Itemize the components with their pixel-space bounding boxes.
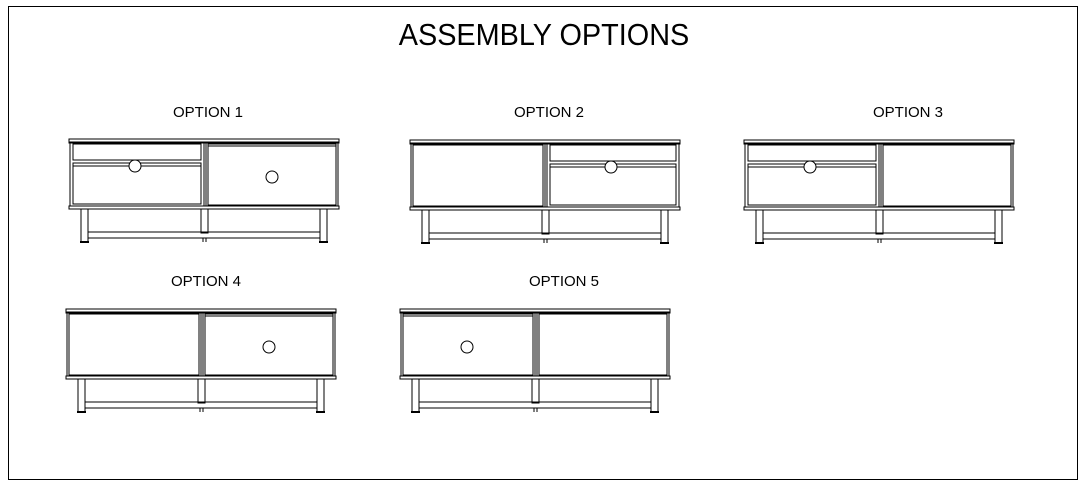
- base-rail: [84, 401, 318, 409]
- left-drawer-knob-icon: [128, 159, 142, 173]
- option-4-tv-unit: [65, 308, 337, 413]
- left-leg: [755, 209, 764, 244]
- option-1-label: OPTION 1: [172, 104, 243, 121]
- right-leg: [650, 378, 659, 413]
- center-leg: [541, 209, 550, 235]
- center-leg: [197, 378, 206, 404]
- right-leg: [319, 208, 328, 243]
- right-door-knob-icon: [262, 340, 276, 354]
- diagram-title: ASSEMBLY OPTIONS: [398, 17, 690, 52]
- left-drawer-knob-icon: [803, 160, 817, 174]
- left-leg: [77, 378, 86, 413]
- base-rail: [762, 232, 996, 240]
- base-rail: [87, 231, 321, 239]
- right-door-knob-icon: [265, 170, 279, 184]
- right-leg: [316, 378, 325, 413]
- right-leg: [660, 209, 669, 244]
- option-2-tv-unit: [409, 139, 681, 244]
- drawing-frame: [8, 6, 1078, 480]
- right-door-panel: [538, 313, 668, 376]
- right-drawer-knob-icon: [604, 160, 618, 174]
- right-door-panel: [204, 313, 334, 376]
- option-3-label: OPTION 3: [872, 104, 943, 121]
- option-4-label: OPTION 4: [170, 273, 241, 290]
- right-door-panel: [882, 144, 1012, 207]
- left-leg: [80, 208, 89, 243]
- center-leg: [200, 208, 209, 234]
- right-upper-drawer: [549, 144, 677, 162]
- base-rail: [428, 232, 662, 240]
- option-5-tv-unit: [399, 308, 671, 413]
- left-upper-drawer: [72, 143, 202, 161]
- right-door-panel: [207, 143, 337, 206]
- left-leg: [411, 378, 420, 413]
- left-door-panel: [402, 313, 534, 376]
- option-5-label: OPTION 5: [528, 273, 599, 290]
- left-door-knob-icon: [460, 340, 474, 354]
- right-leg: [994, 209, 1003, 244]
- base-rail: [418, 401, 652, 409]
- center-leg: [875, 209, 884, 235]
- left-door-panel: [412, 144, 544, 207]
- option-2-label: OPTION 2: [513, 104, 584, 121]
- option-1-tv-unit: [68, 138, 340, 243]
- left-leg: [421, 209, 430, 244]
- left-door-panel: [68, 313, 200, 376]
- left-upper-drawer: [747, 144, 877, 162]
- center-leg: [531, 378, 540, 404]
- option-3-tv-unit: [743, 139, 1015, 244]
